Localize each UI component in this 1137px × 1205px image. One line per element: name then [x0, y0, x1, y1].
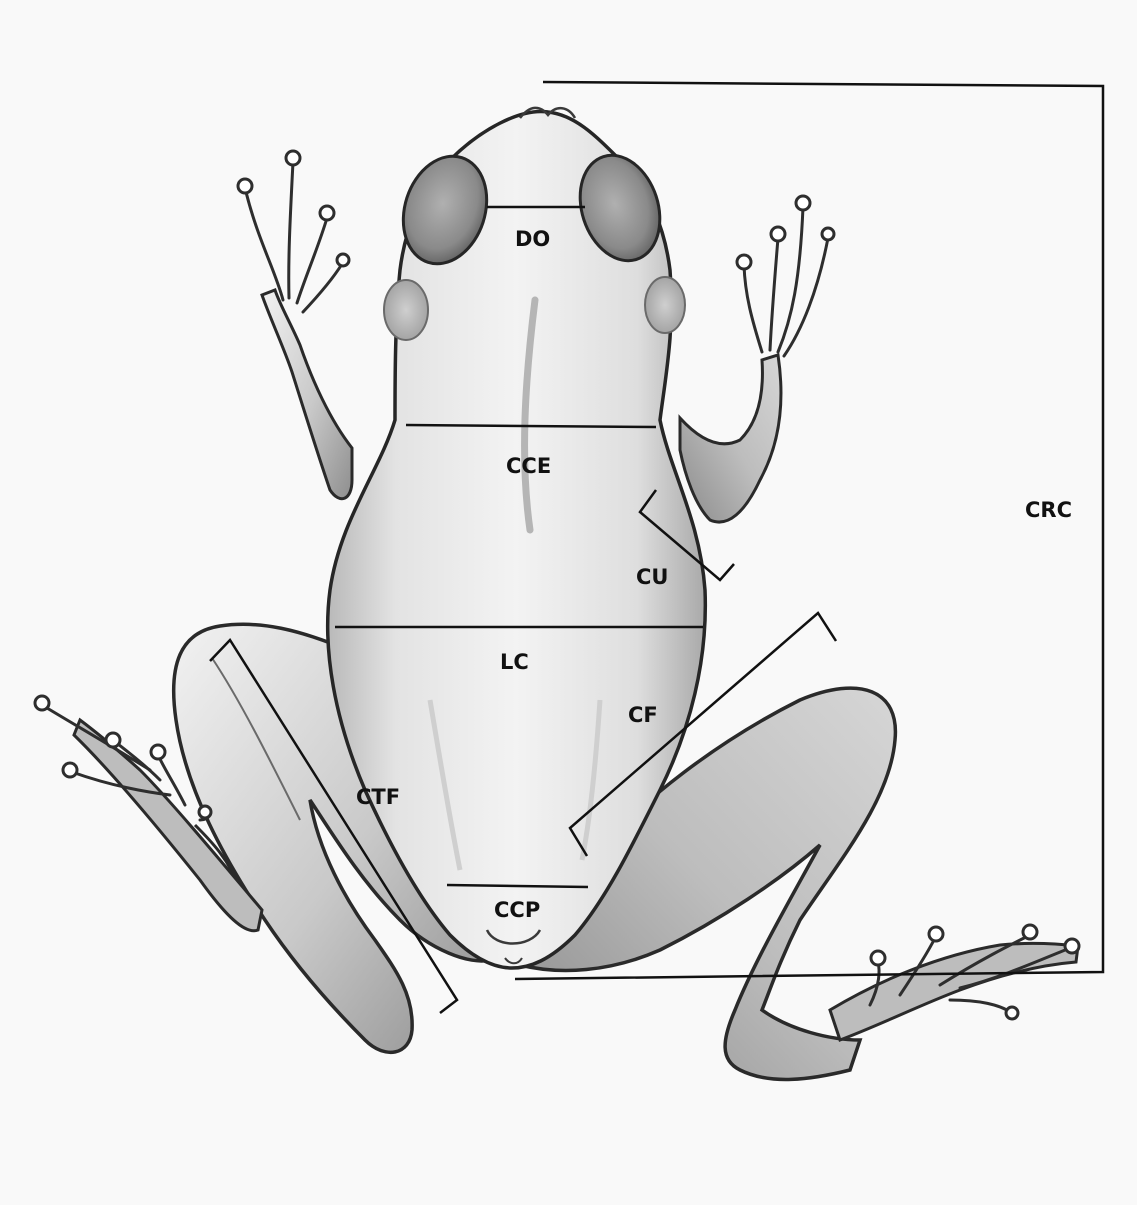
- label-do: DO: [515, 229, 550, 250]
- right-tympanum: [645, 277, 685, 333]
- label-lc: LC: [500, 652, 529, 673]
- label-crc: CRC: [1025, 500, 1072, 521]
- right-front-arm: [680, 196, 834, 522]
- label-cf: CF: [628, 705, 658, 726]
- label-cu: CU: [636, 567, 668, 588]
- label-cce: CCE: [506, 456, 551, 477]
- label-ctf: CTF: [356, 787, 400, 808]
- label-ccp: CCP: [494, 900, 540, 921]
- left-tympanum: [384, 280, 428, 340]
- left-front-arm: [238, 151, 352, 499]
